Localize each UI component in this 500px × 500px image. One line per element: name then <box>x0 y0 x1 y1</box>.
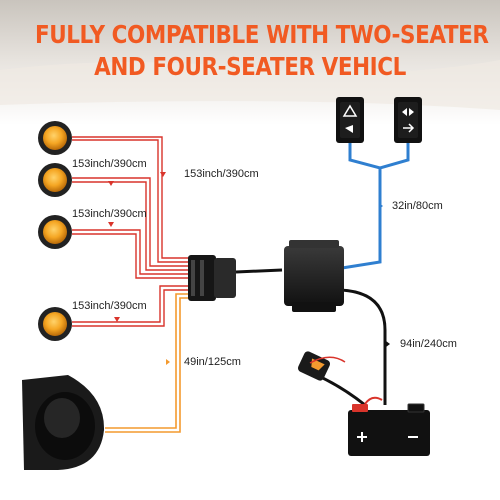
horn-length-label: 49in/125cm <box>184 356 241 368</box>
amber-light-3 <box>38 215 72 249</box>
switch-length-label: 32in/80cm <box>392 200 443 212</box>
hazard-icon <box>342 104 358 117</box>
controller-box <box>284 240 344 312</box>
turn-arrows-icon <box>402 108 414 116</box>
title-line-2: AND FOUR-SEATER VEHICL <box>94 52 406 81</box>
wire-markers <box>108 172 390 365</box>
battery-length-label: 94in/240cm <box>400 338 457 350</box>
amber-light-2 <box>38 163 72 197</box>
amber-light-4 <box>38 307 72 341</box>
hazard-switch <box>336 97 364 143</box>
horn <box>22 375 105 470</box>
blue-wire <box>341 143 410 270</box>
amber-light-1 <box>38 121 72 155</box>
battery-icon <box>357 432 367 442</box>
turn-signal-switch <box>394 97 422 143</box>
title-line-1: FULLY COMPATIBLE WITH TWO-SEATER <box>35 20 489 49</box>
main-light-length-label: 153inch/390cm <box>184 168 259 180</box>
connector <box>188 255 236 301</box>
light-3-length-label: 153inch/390cm <box>72 208 147 220</box>
fuse <box>297 351 346 381</box>
battery <box>348 396 430 456</box>
orange-wires <box>105 293 190 433</box>
light-4-length-label: 153inch/390cm <box>72 300 147 312</box>
light-2-length-label: 153inch/390cm <box>72 158 147 170</box>
